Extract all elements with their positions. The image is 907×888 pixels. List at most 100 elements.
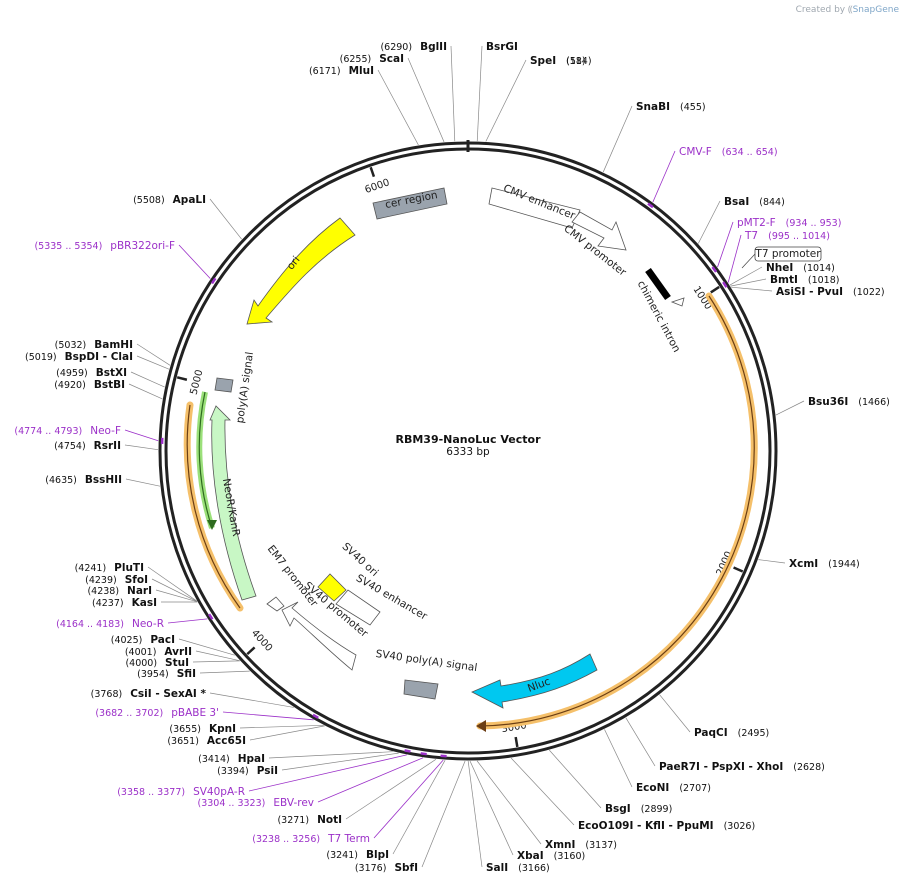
enzyme-pos: (1466) [858, 397, 890, 408]
feature-sv40-ori[interactable] [317, 573, 347, 602]
enzyme-site-9[interactable]: EcoNI(2707) [636, 782, 711, 794]
enzyme-site-1[interactable]: BsaI(844) [724, 196, 785, 208]
enzyme-site-3[interactable]: BmtI(1018) [770, 274, 839, 286]
enzyme-site-14[interactable]: SalI(3166) [486, 862, 550, 874]
enzyme-site-12[interactable]: XmnI(3137) [545, 839, 617, 851]
enzyme-leader-23 [199, 670, 250, 674]
primer-label-5[interactable]: (3682 .. 3702)pBABE 3' [95, 707, 219, 719]
enzyme-site-18[interactable]: (3394)PsiI [217, 765, 278, 777]
enzyme-site-29[interactable]: (4239)SfoI [85, 574, 148, 586]
enzyme-site-22[interactable]: (3768)CsiI - SexAI * [91, 688, 207, 700]
enzyme-pos: (1018) [808, 275, 840, 286]
primer-mark-2[interactable] [722, 281, 728, 288]
enzyme-pos: (5019) [25, 352, 57, 363]
enzyme-site-35[interactable]: (5019)BspDI - ClaI [25, 351, 133, 363]
enzyme-pos: (3394) [217, 766, 249, 777]
enzyme-site-17[interactable]: (3271)NotI [277, 814, 342, 826]
feature-ori[interactable] [246, 217, 356, 325]
primer-mark-0[interactable] [647, 202, 654, 209]
primer-mark-5[interactable] [312, 713, 319, 719]
enzyme-site-20[interactable]: (3651)Acc65I [167, 735, 246, 747]
primer-leader-0 [652, 150, 676, 203]
enzyme-site-41[interactable]: BsrGI [486, 41, 518, 53]
primer-label-6[interactable]: (3358 .. 3377)SV40pA-R [117, 786, 245, 798]
enzyme-pos: (6171) [309, 66, 341, 77]
primer-label-4[interactable]: (4164 .. 4183)Neo-R [56, 618, 164, 630]
enzyme-site-23[interactable]: (3954)SfiI [137, 668, 196, 680]
primer-mark-6[interactable] [404, 749, 411, 753]
enzyme-site-39[interactable]: (6255)ScaI [340, 53, 404, 65]
enzyme-site-11[interactable]: EcoO109I - KflI - PpuMI(3026) [578, 820, 755, 832]
feature-cmv-enhancer[interactable] [488, 187, 581, 229]
enzyme-site-31[interactable]: (4635) BssHII [45, 474, 122, 486]
primer-name: EBV-rev [273, 797, 314, 809]
primer-label-7[interactable]: (3304 .. 3323)EBV-rev [198, 797, 315, 809]
enzyme-site-42[interactable]: SpeI(58) [530, 55, 586, 67]
feature-sv40-polya-signal[interactable] [403, 679, 439, 700]
enzyme-site-13[interactable]: XbaI(3160) [517, 850, 585, 862]
enzyme-pos: (3655) [169, 724, 201, 735]
primer-mark-4[interactable] [208, 613, 214, 620]
primer-labels: CMV-F(634 .. 654) pMT2-F(934 .. 953)T7(99… [14, 146, 841, 845]
enzyme-site-16[interactable]: (3241)BlpI [326, 849, 389, 861]
enzyme-site-28[interactable]: (4238)NarI [87, 585, 152, 597]
primer-mark-7[interactable] [420, 752, 427, 756]
enzyme-site-30[interactable]: (4241)PluTI [75, 562, 144, 574]
feature-neor-kanr[interactable] [209, 405, 257, 601]
enzyme-name: SfoI [125, 574, 148, 586]
feature-cer-region[interactable] [372, 187, 448, 220]
enzyme-site-38[interactable]: (6171)MluI [309, 65, 374, 77]
enzyme-site-10[interactable]: BsgI(2899) [605, 803, 672, 815]
label-polya-signal: poly(A) signal [234, 351, 256, 424]
enzyme-site-32[interactable]: (4754)RsrII [54, 440, 121, 452]
feature-cmv-promoter[interactable] [571, 211, 627, 251]
enzyme-site-25[interactable]: (4001)AvrII [125, 646, 192, 658]
enzyme-site-40[interactable]: (6290)BglII [380, 41, 447, 53]
feature-em7-promoter[interactable] [266, 596, 285, 612]
enzyme-site-24[interactable]: (4000)StuI [125, 657, 189, 669]
enzyme-site-43[interactable]: (114) [566, 56, 592, 67]
enzyme-site-7[interactable]: PaqCI(2495) [694, 727, 769, 739]
enzyme-site-36[interactable]: (5032)BamHI [55, 339, 133, 351]
enzyme-site-19[interactable]: (3414)HpaI [198, 753, 265, 765]
enzyme-site-15[interactable]: (3176)SbfI [355, 862, 418, 874]
enzyme-site-33[interactable]: (4920)BstBI [54, 379, 125, 391]
enzyme-site-37[interactable]: (5508)ApaLI [133, 194, 206, 206]
enzyme-name: BglII [420, 41, 447, 53]
feature-polya-signal[interactable] [214, 377, 234, 393]
enzyme-site-4[interactable]: AsiSI - PvuI(1022) [776, 286, 885, 298]
feature-chimeric-intron[interactable] [645, 267, 671, 301]
enzyme-name: BssHII [85, 474, 122, 486]
enzyme-leader-37 [209, 198, 242, 240]
enzyme-leader-24 [192, 660, 240, 663]
enzyme-site-26[interactable]: (4025)PacI [111, 634, 175, 646]
enzyme-name: Bsu36I [808, 396, 848, 408]
feature-sv40-promoter[interactable] [281, 601, 357, 671]
enzyme-leader-17 [345, 759, 437, 820]
primer-label-9[interactable]: (5335 .. 5354)pBR322ori-F [34, 240, 175, 252]
label-t7-promoter: T7 promoter [754, 248, 821, 260]
primer-mark-1[interactable] [711, 266, 718, 273]
feature-nluc[interactable] [471, 653, 598, 709]
enzyme-site-0[interactable]: SnaBI(455) [636, 101, 706, 113]
enzyme-name: NarI [127, 585, 152, 597]
enzyme-site-27[interactable]: (4237)KasI [92, 597, 157, 609]
enzyme-site-6[interactable]: XcmI(1944) [789, 558, 860, 570]
enzyme-site-21[interactable]: (3655)KpnI [169, 723, 236, 735]
label-leaders [124, 45, 805, 868]
enzyme-pos: (4635) [45, 475, 77, 486]
primer-label-3[interactable]: (4774 .. 4793)Neo-F [14, 425, 121, 437]
feature-sv40-enhancer[interactable] [335, 589, 381, 626]
primer-label-1[interactable]: pMT2-F(934 .. 953) [737, 217, 841, 229]
primer-label-2[interactable]: T7(995 .. 1014) [744, 230, 830, 242]
primer-mark-9[interactable] [210, 277, 217, 285]
primer-label-0[interactable]: CMV-F(634 .. 654) [679, 146, 778, 158]
enzyme-site-8[interactable]: PaeR7I - PspXI - XhoI(2628) [659, 761, 825, 773]
enzyme-site-2[interactable]: NheI(1014) [766, 262, 835, 274]
enzyme-site-5[interactable]: Bsu36I (1466) [808, 396, 890, 408]
primer-label-8[interactable]: (3238 .. 3256)T7 Term [252, 833, 370, 845]
enzyme-site-34[interactable]: (4959)BstXI [56, 367, 127, 379]
enzyme-leader-20 [249, 725, 325, 741]
enzyme-name: Acc65I [207, 735, 246, 747]
